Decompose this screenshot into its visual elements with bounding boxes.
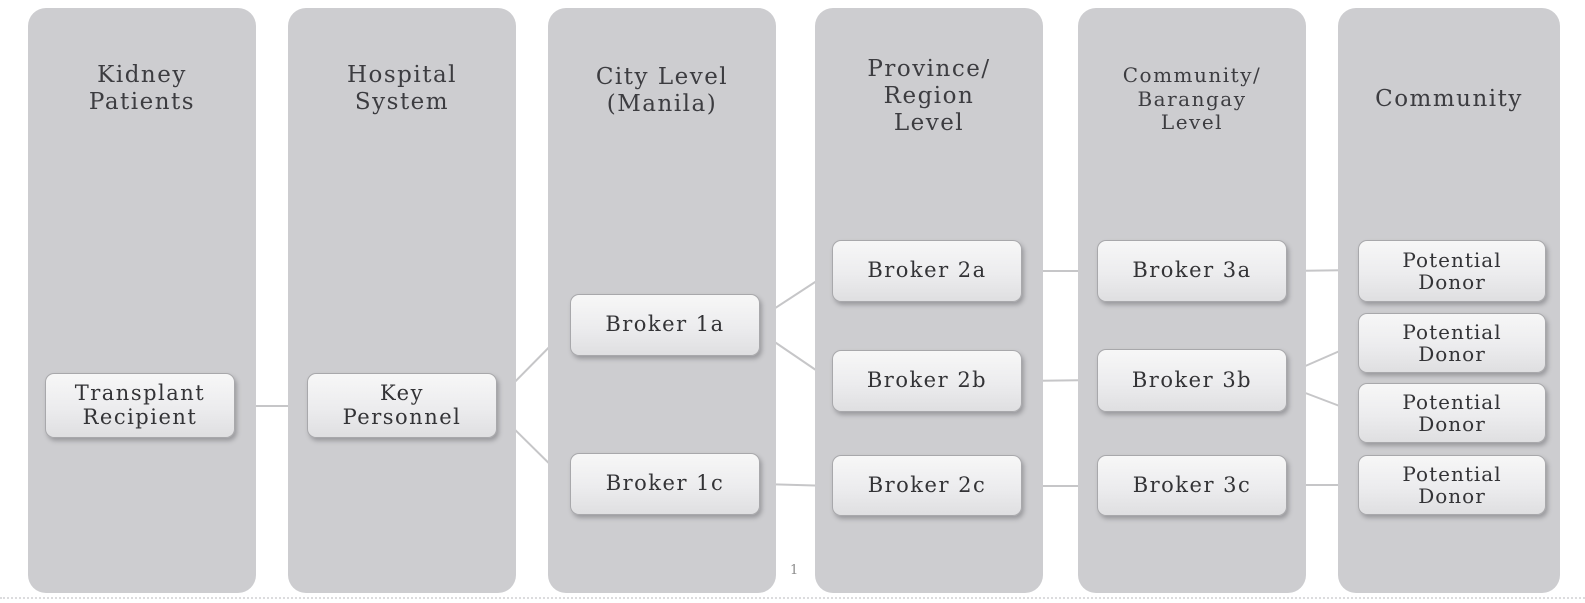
node-broker-2c: Broker 2c [832,455,1022,516]
node-broker-1a: Broker 1a [570,294,760,356]
column-hospital-system: Hospital System [288,8,516,593]
column-kidney-patients: Kidney Patients [28,8,256,593]
column-title: Hospital System [346,62,458,116]
column-title: Community/ Barangay Level [1122,63,1262,135]
node-broker-2a: Broker 2a [832,240,1022,302]
bottom-edge-rule [0,597,1585,599]
node-potential-donor-3: Potential Donor [1358,383,1546,443]
node-potential-donor-2: Potential Donor [1358,313,1546,373]
node-potential-donor-4: Potential Donor [1358,455,1546,515]
node-potential-donor-1: Potential Donor [1358,240,1546,302]
node-transplant-recipient: Transplant Recipient [45,373,235,438]
node-broker-2b: Broker 2b [832,350,1022,412]
node-broker-3a: Broker 3a [1097,240,1287,302]
node-broker-3c: Broker 3c [1097,455,1287,516]
node-key-personnel: Key Personnel [307,373,497,438]
column-title: Province/ Region Level [867,56,991,137]
node-broker-1c: Broker 1c [570,453,760,515]
column-title: Community [1375,86,1523,112]
column-title: Kidney Patients [88,62,196,116]
column-title: City Level (Manila) [595,64,729,118]
page-number: 1 [790,563,799,578]
node-broker-3b: Broker 3b [1097,349,1287,412]
